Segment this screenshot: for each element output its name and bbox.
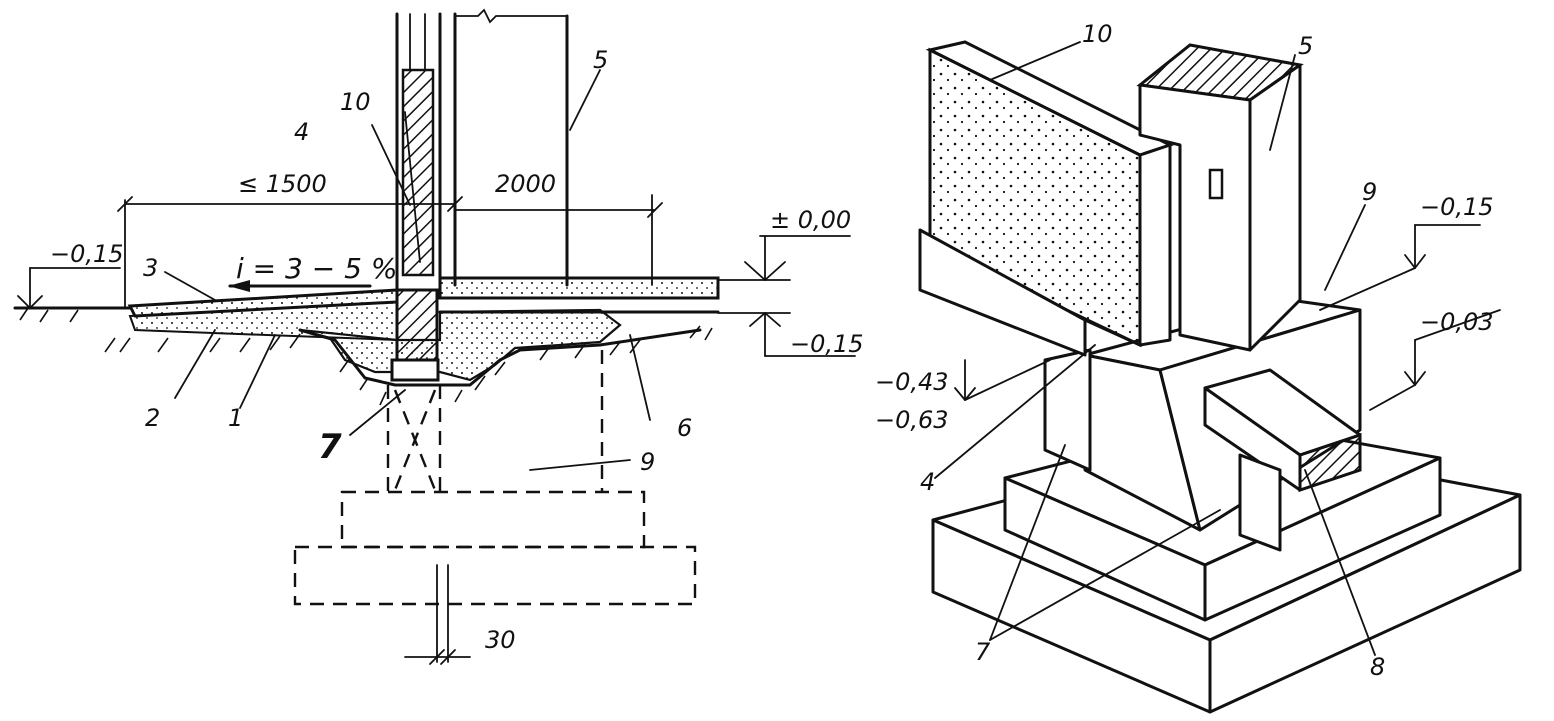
iso-level-063: −0,63 [875,406,949,434]
iso-label-9: 9 [1362,178,1377,206]
dim-30: 30 [485,626,516,654]
iso-level-015: −0,15 [1420,193,1494,221]
dim-2000: 2000 [495,170,556,198]
dimension-lines [117,194,663,665]
slope-label: i = 3 − 5 % [236,252,397,285]
label-10: 10 [340,88,371,116]
label-5: 5 [593,46,608,74]
column-iso [1136,43,1304,352]
iso-level-marks [954,224,1501,411]
foundation-beam [395,288,439,362]
ground-line-right [598,328,702,347]
label-7: 7 [318,427,342,467]
label-6: 6 [677,414,692,442]
level-mark-left [17,267,121,309]
iso-label-5: 5 [1298,32,1313,60]
wall-panel [395,8,569,290]
cross-section: −0,15 3 2 1 ≤ 1500 i = 3 − 5 % 4 10 5 20… [13,8,864,665]
beam-right [1203,368,1362,552]
level-floor: ± 0,00 [770,206,851,234]
label-4: 4 [294,118,309,146]
level-mark-right [717,312,856,357]
isometric-view: 10 5 9 −0,15 −0,03 −0,43 −0,63 4 7 8 [875,20,1522,714]
beam-left [1043,348,1092,472]
blind-area [127,288,399,342]
level-ground-left: −0,15 [50,240,124,268]
level-mark-floor [717,235,851,281]
wall-panel-iso [918,40,1174,357]
level-ground-right: −0,15 [790,330,864,358]
dim-blind-area: ≤ 1500 [238,170,327,198]
leader-lines [164,69,651,471]
iso-level-003: −0,03 [1420,308,1494,336]
label-2: 2 [145,404,160,432]
pile-and-footing-dashed [293,350,697,663]
floor-slab [438,276,720,314]
iso-leader-lines [934,41,1376,656]
iso-label-10: 10 [1082,20,1113,48]
iso-label-7: 7 [975,638,991,666]
label-3: 3 [143,254,158,282]
iso-label-4: 4 [920,468,935,496]
iso-level-043: −0,43 [875,368,949,396]
label-9: 9 [640,448,655,476]
label-1: 1 [228,404,243,432]
iso-label-8: 8 [1370,653,1385,681]
ground-hatching [19,307,713,406]
sand-bed [299,308,622,382]
slope-arrow [228,280,372,292]
bed-pad [390,358,440,382]
